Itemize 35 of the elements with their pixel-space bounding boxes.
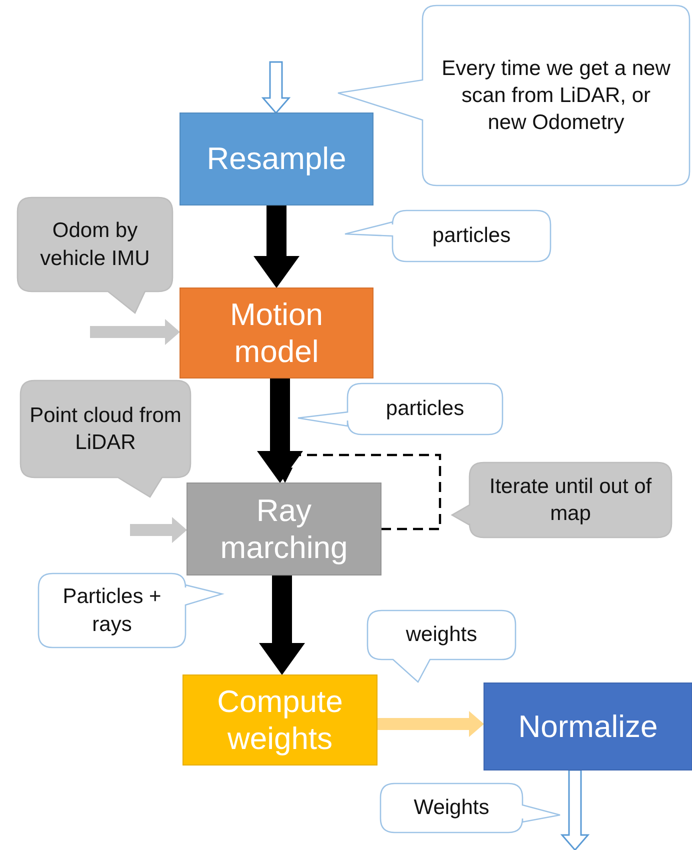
process-box — [187, 483, 381, 575]
box-label: Compute weights — [216, 682, 344, 758]
process-box — [183, 675, 377, 765]
arrow — [560, 769, 590, 850]
box-label: Motion model — [228, 296, 324, 370]
arrow — [130, 517, 187, 543]
callout-bubble — [367, 610, 516, 682]
callout-text: weights — [406, 622, 478, 648]
callout-bubble — [452, 462, 672, 538]
callout-text: Iterate until out of map — [488, 474, 653, 527]
callout-bubble — [298, 383, 503, 435]
callout-text: Particles + rays — [62, 584, 162, 638]
arrow — [259, 575, 305, 675]
box-label: Ray marching — [219, 492, 349, 566]
arrow — [377, 711, 484, 737]
callout-text: Every time we get a new scan from LiDAR, or new Odometry — [440, 56, 672, 136]
arrow — [254, 205, 300, 288]
callout-text: Odom by vehicle IMU — [39, 218, 151, 272]
box-label: Resample — [206, 140, 346, 178]
box-label: Normalize — [518, 708, 658, 746]
callout-text: Point cloud from LiDAR — [28, 402, 182, 456]
callout-bubble — [380, 783, 560, 833]
callout-text: particles — [432, 223, 511, 250]
process-box — [180, 288, 373, 378]
process-box — [484, 683, 692, 770]
arrow — [90, 319, 180, 345]
arrow — [257, 378, 303, 483]
arrow — [261, 61, 291, 114]
process-box — [180, 113, 373, 205]
callout-bubble — [17, 197, 173, 313]
callout-bubble — [345, 210, 551, 262]
callout-text: particles — [386, 396, 464, 422]
callout-text: Weights — [414, 795, 490, 822]
callout-bubble — [38, 573, 222, 648]
callout-bubble — [20, 380, 191, 497]
